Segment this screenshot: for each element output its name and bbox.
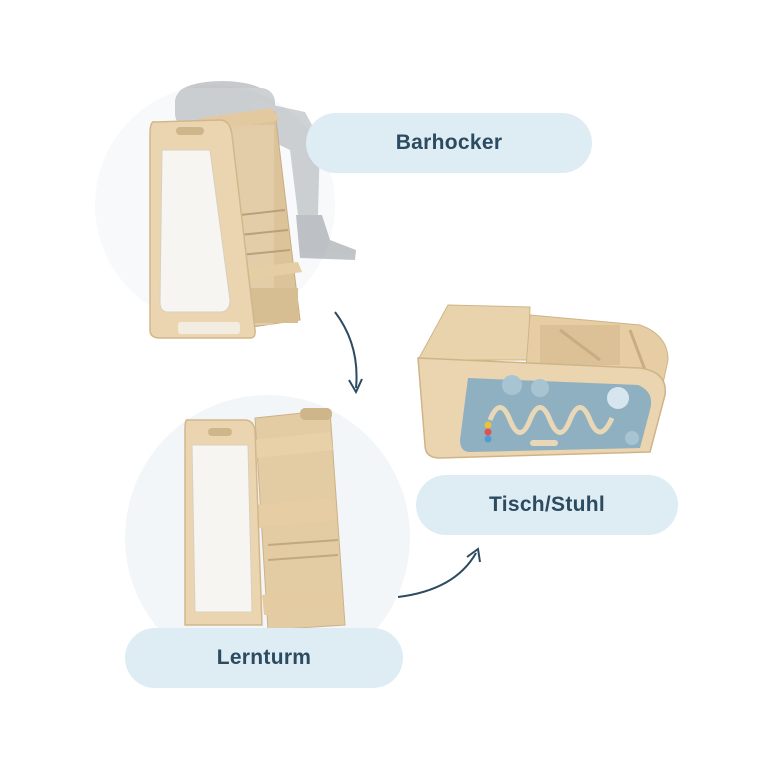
activity-board <box>460 375 652 452</box>
label-lernturm-text: Lernturm <box>216 646 312 669</box>
label-barhocker-text: Barhocker <box>395 131 503 154</box>
label-tisch-stuhl-text: Tisch/Stuhl <box>488 493 606 516</box>
label-barhocker: Barhocker <box>306 113 592 173</box>
label-tisch-stuhl: Tisch/Stuhl <box>416 475 678 535</box>
label-lernturm: Lernturm <box>125 628 403 688</box>
